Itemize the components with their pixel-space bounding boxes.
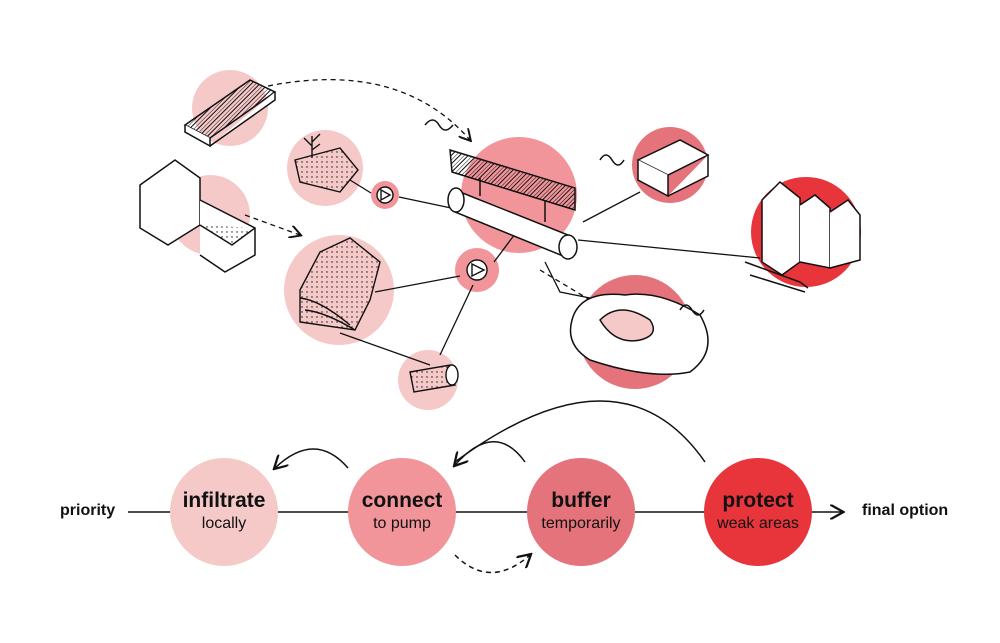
priority-label: priority — [60, 502, 116, 519]
step-infiltrate: infiltrate locally — [170, 458, 278, 566]
final-option-label: final option — [862, 502, 949, 519]
step-protect: protect weak areas — [704, 458, 812, 566]
culvert-pipe-icon — [409, 364, 459, 393]
sketch-circles — [170, 70, 861, 410]
step-subtitle: temporarily — [541, 515, 621, 532]
green-roof-icon — [183, 79, 277, 148]
step-subtitle: weak areas — [717, 515, 799, 532]
step-title: buffer — [551, 489, 611, 512]
connection-lines — [244, 78, 761, 366]
pump-icon — [376, 186, 488, 281]
protected-buildings-icon — [744, 180, 861, 293]
step-title: connect — [361, 489, 443, 512]
retention-pond-icon — [569, 293, 709, 376]
step-connect: connect to pump — [348, 458, 456, 566]
step-title: infiltrate — [182, 489, 266, 512]
storage-basin-icon — [599, 139, 710, 198]
infiltration-field-icon — [299, 237, 381, 331]
house-icon — [139, 159, 256, 273]
step-subtitle: locally — [201, 515, 247, 532]
step-subtitle: to pump — [373, 515, 431, 532]
step-title: protect — [722, 489, 794, 512]
planted-garden-icon — [294, 133, 359, 193]
step-buffer: buffer temporarily — [527, 458, 635, 566]
swale-pipe-icon — [424, 119, 578, 260]
